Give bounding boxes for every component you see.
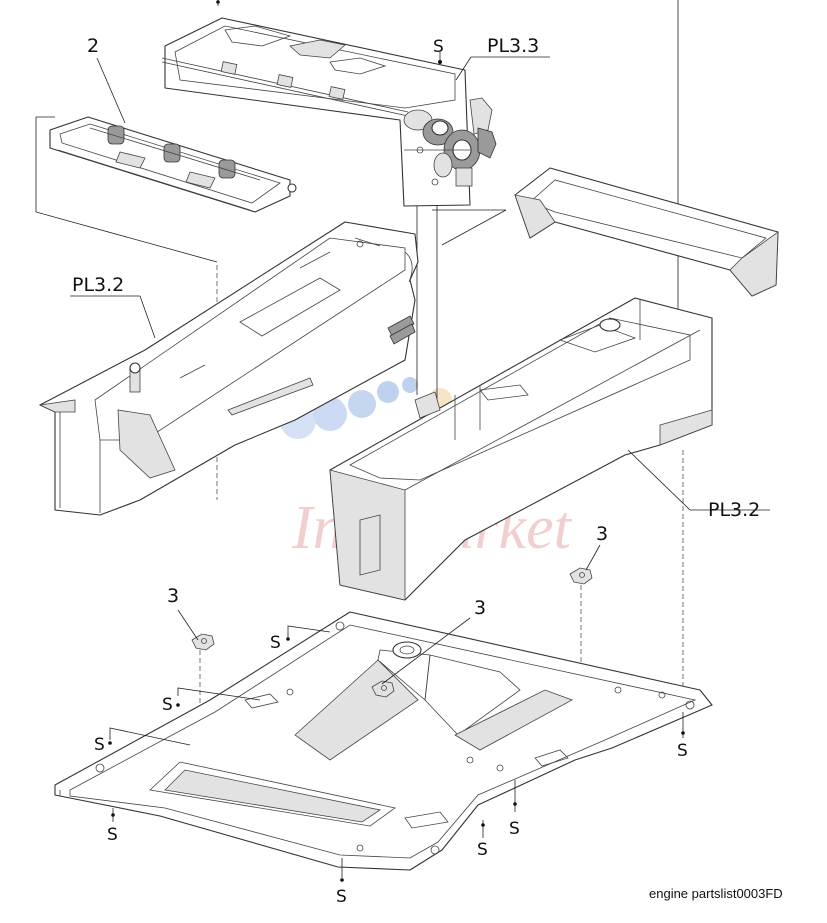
screw-points bbox=[108, 0, 685, 882]
screw-label: S bbox=[94, 735, 105, 755]
callout-part-3-center: 3 bbox=[474, 597, 486, 619]
callout-part-3-left: 3 bbox=[167, 585, 179, 607]
screw-label: S bbox=[336, 887, 347, 907]
callout-pl33: PL3.3 bbox=[487, 35, 539, 57]
clip-part-3-left bbox=[191, 633, 215, 651]
separator-assembly-part-2 bbox=[49, 116, 297, 213]
clip-part-3-center bbox=[371, 680, 395, 698]
clip-part-3-right bbox=[569, 567, 593, 585]
callout-part-2: 2 bbox=[87, 35, 99, 57]
frame-assembly-pl32-right bbox=[329, 297, 770, 601]
screw-label: S bbox=[677, 741, 688, 761]
callout-pl32-right: PL3.2 bbox=[708, 499, 760, 521]
roller-assembly-pl33 bbox=[161, 17, 497, 207]
screw-label: S bbox=[509, 819, 520, 839]
screw-label: S bbox=[433, 37, 444, 57]
callout-pl32-left: PL3.2 bbox=[72, 274, 124, 296]
frame-assembly-pl32-left bbox=[38, 221, 419, 516]
callout-part-3-right: 3 bbox=[596, 523, 608, 545]
screw-label: S bbox=[270, 633, 281, 653]
side-cover bbox=[514, 167, 779, 297]
screw-label: S bbox=[477, 840, 488, 860]
screw-label: S bbox=[162, 695, 173, 715]
screw-label: S bbox=[107, 825, 118, 845]
base-plate bbox=[54, 611, 713, 871]
figure-caption: engine partslist0003FD bbox=[649, 886, 783, 901]
